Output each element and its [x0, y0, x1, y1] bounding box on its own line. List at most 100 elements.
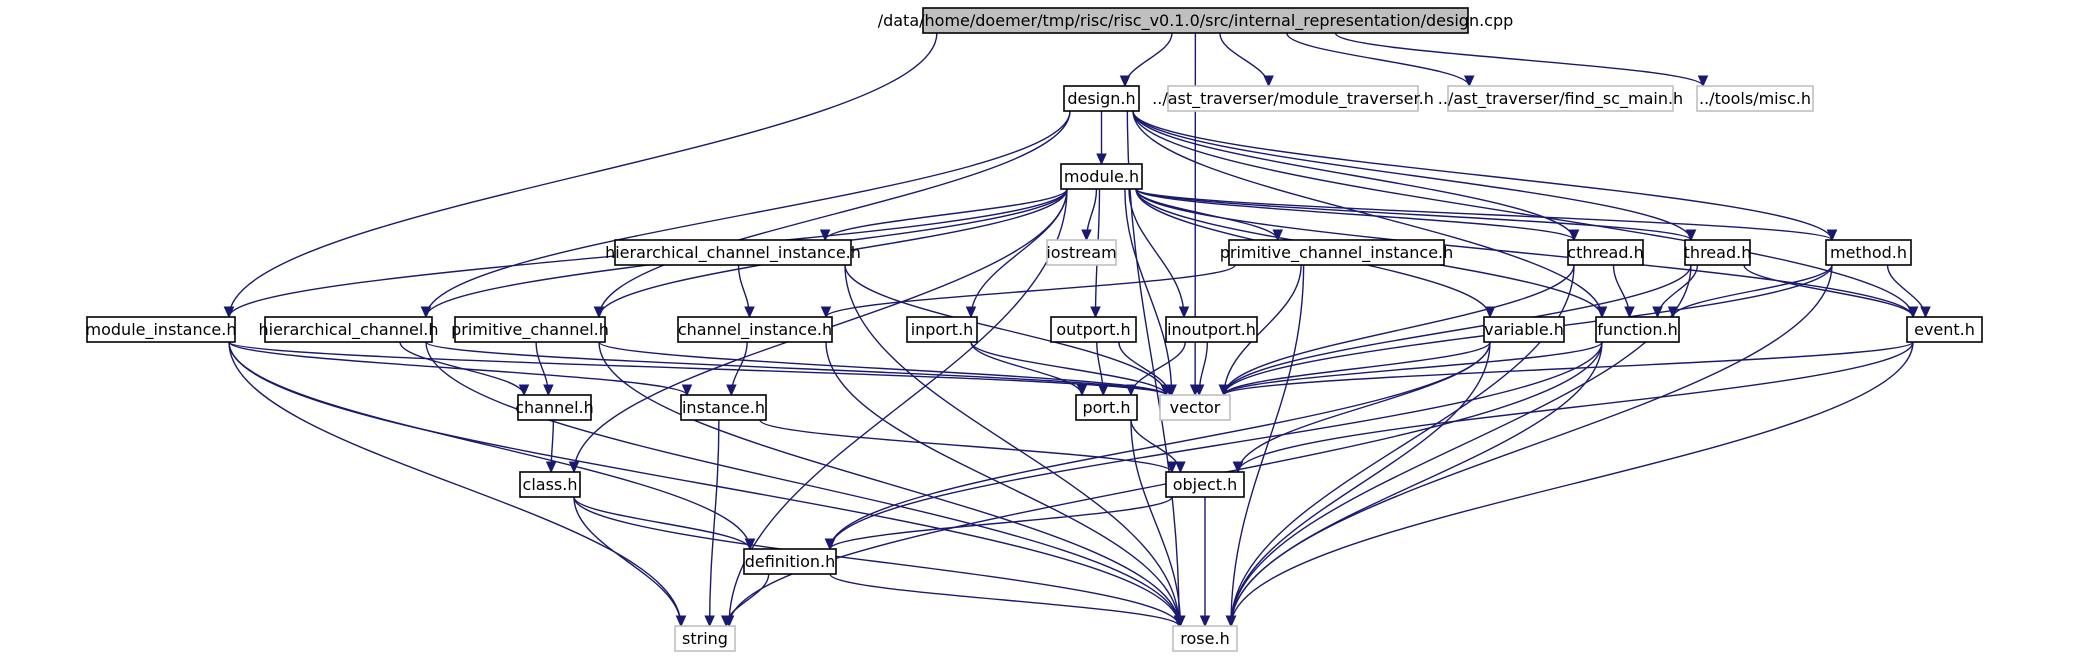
node-inport[interactable]: inport.h	[906, 316, 978, 343]
edge-module_instance-to-string	[228, 341, 682, 627]
edge-root-to-module_traverser	[1219, 32, 1270, 87]
arrowhead-module-to-outport	[1090, 306, 1101, 319]
arrowhead-design-to-module	[1096, 153, 1107, 166]
node-port[interactable]: port.h	[1075, 394, 1138, 421]
node-chan-inst[interactable]: channel_instance.h	[677, 316, 833, 343]
node-channel[interactable]: channel.h	[515, 394, 594, 421]
arrowhead-class-to-string	[675, 615, 687, 628]
node-label: hierarchical_channel.h	[258, 320, 438, 340]
edge-design-to-hier_chan	[425, 110, 1071, 318]
node-box	[906, 316, 978, 343]
node-box	[1684, 239, 1751, 266]
edge-thread-to-vector	[1223, 264, 1692, 396]
node-function[interactable]: function.h	[1595, 316, 1680, 343]
node-object[interactable]: object.h	[1165, 471, 1245, 498]
node-cthread[interactable]: cthread.h	[1567, 239, 1644, 266]
node-box	[922, 7, 1469, 34]
edge-instance-to-object	[759, 419, 1173, 473]
node-label: primitive_channel_instance.h	[1220, 243, 1454, 263]
arrowhead-module-to-hier_chan	[420, 306, 432, 319]
node-root[interactable]: /data/home/doemer/tmp/risc/risc_v0.1.0/s…	[878, 7, 1514, 34]
node-prim-chan[interactable]: primitive_channel.h	[451, 316, 609, 343]
edge-definition-to-rose	[829, 573, 1180, 627]
node-label: ../ast_traverser/find_sc_main.h	[1438, 89, 1683, 109]
node-box	[1483, 316, 1565, 343]
arrowhead-hier_chan-to-channel	[518, 384, 530, 397]
edge-module-to-vector	[1124, 188, 1173, 396]
arrowhead-module-to-module_instance	[223, 306, 235, 319]
edge-event-to-rose	[1230, 341, 1914, 627]
node-box	[1159, 394, 1231, 421]
node-box	[264, 316, 433, 343]
node-label: module.h	[1064, 167, 1139, 186]
arrowhead-root-to-design	[1119, 75, 1131, 88]
edge-variable-to-vector	[1223, 341, 1491, 396]
node-label: string	[682, 629, 728, 648]
node-box	[1595, 316, 1680, 343]
node-prim-chan-inst[interactable]: primitive_channel_instance.h	[1220, 239, 1454, 266]
arrowhead-method-to-event	[1920, 306, 1931, 319]
edge-module-to-cthread	[1135, 188, 1575, 241]
node-event[interactable]: event.h	[1906, 316, 1983, 343]
node-box	[1696, 85, 1814, 112]
arrowhead-chan_inst-to-instance	[726, 384, 737, 397]
arrowhead-root-to-module_traverser	[1263, 75, 1274, 88]
node-label: module_instance.h	[86, 320, 237, 340]
node-label: definition.h	[745, 552, 836, 571]
edge-module-to-thread	[1135, 188, 1692, 241]
node-box	[1060, 163, 1143, 190]
arrowhead-instance-to-object	[1166, 461, 1178, 474]
arrowhead-module-to-iostream	[1081, 229, 1092, 242]
node-box	[1050, 316, 1137, 343]
arrowhead-module-to-inoutport	[1178, 306, 1190, 319]
arrowhead-inport-to-port	[1076, 384, 1088, 397]
node-module-instance[interactable]: module_instance.h	[86, 316, 237, 343]
arrowhead-cthread-to-function	[1624, 306, 1635, 319]
node-inoutport[interactable]: inoutport.h	[1165, 316, 1258, 343]
node-definition[interactable]: definition.h	[743, 548, 837, 575]
node-class[interactable]: class.h	[519, 471, 581, 498]
node-thread[interactable]: thread.h	[1684, 239, 1752, 266]
edge-root-to-misc	[1334, 32, 1704, 87]
node-label: outport.h	[1056, 320, 1130, 339]
node-hier-chan[interactable]: hierarchical_channel.h	[258, 316, 439, 343]
node-method[interactable]: method.h	[1825, 239, 1912, 266]
edge-class-to-string	[573, 496, 682, 627]
edge-root-to-find_sc_main	[1286, 32, 1470, 87]
node-label: object.h	[1173, 475, 1238, 494]
edge-hier_chan-to-channel	[399, 341, 525, 396]
edge-module-to-method	[1135, 188, 1833, 241]
arrowhead-module-to-function	[1596, 306, 1608, 319]
edge-prim_chan_inst-to-rose	[1230, 264, 1305, 627]
edge-inport-to-port	[970, 341, 1083, 396]
node-hier-chan-inst[interactable]: hierarchical_channel_instance.h	[605, 239, 861, 266]
edge-class-to-definition	[573, 496, 751, 550]
arrowhead-event-to-vector	[1218, 384, 1230, 397]
node-box	[1167, 85, 1419, 112]
node-variable[interactable]: variable.h	[1483, 316, 1565, 343]
edge-instance-to-string	[708, 419, 720, 627]
edge-module_instance-to-vector	[228, 341, 1167, 396]
node-label: method.h	[1830, 243, 1907, 262]
node-module[interactable]: module.h	[1060, 163, 1143, 190]
arrowhead-object-to-definition	[824, 538, 836, 551]
edge-class-to-rose	[573, 496, 1180, 627]
node-box	[743, 548, 837, 575]
edge-design-to-cthread	[1132, 110, 1575, 241]
node-box	[86, 316, 236, 343]
node-box	[674, 625, 736, 652]
arrowhead-definition-to-rose	[1173, 615, 1185, 628]
node-design[interactable]: design.h	[1063, 85, 1140, 112]
arrowhead-module-to-method	[1826, 229, 1838, 242]
arrowhead-module_instance-to-instance	[681, 384, 693, 397]
edge-variable-to-definition	[829, 341, 1491, 550]
arrowhead-module-to-inport	[965, 306, 977, 319]
node-box	[519, 471, 581, 498]
node-label: cthread.h	[1567, 243, 1643, 262]
edge-module-to-inoutport	[1128, 188, 1185, 318]
node-instance[interactable]: instance.h	[680, 394, 767, 421]
node-outport[interactable]: outport.h	[1050, 316, 1137, 343]
arrowhead-instance-to-string	[704, 615, 715, 628]
node-box	[1046, 239, 1117, 266]
node-label: event.h	[1914, 320, 1975, 339]
